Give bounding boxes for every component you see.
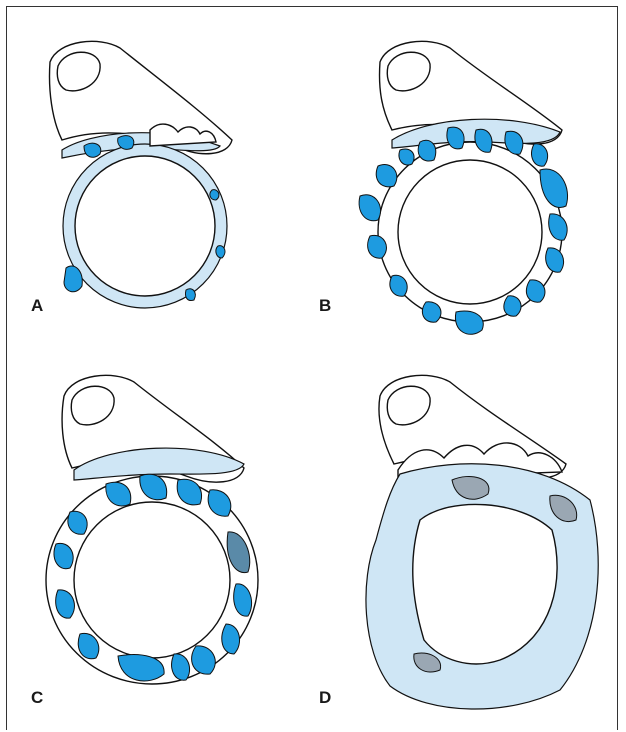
panel-c-drawing (46, 375, 258, 684)
panel-d-drawing (366, 375, 598, 709)
panel-a-cartilage-2 (118, 136, 134, 150)
panel-label-d: D (319, 688, 331, 708)
panel-a-ring-inner (75, 156, 215, 296)
panel-b-lumen (398, 160, 542, 304)
panel-label-a: A (31, 296, 43, 316)
panel-c-lumen (74, 502, 230, 658)
panel-label-c: C (31, 688, 43, 708)
panel-label-b: B (319, 296, 331, 316)
panel-b-drawing (359, 41, 567, 334)
panel-a-drawing (50, 41, 233, 308)
panel-a-cartilage-6 (210, 190, 219, 200)
panel-a-cartilage-5 (216, 246, 225, 258)
panel-a-cartilage-1 (84, 143, 101, 157)
panel-a-cartilage-4 (185, 289, 195, 301)
